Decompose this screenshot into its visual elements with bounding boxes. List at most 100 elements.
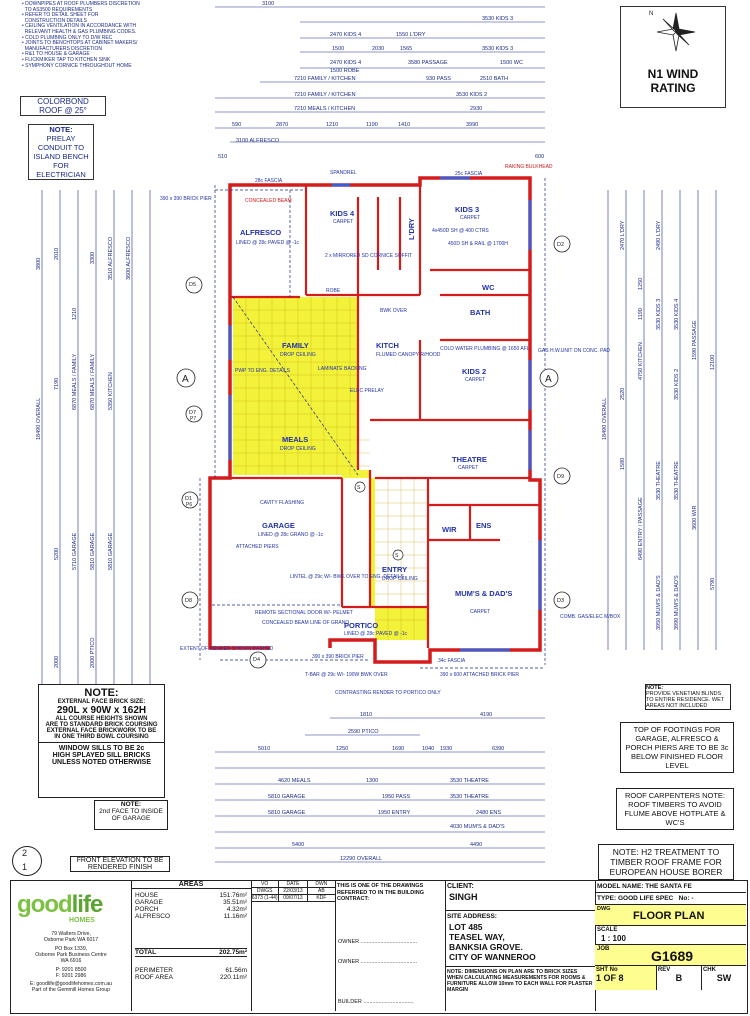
note-line: MANUFACTURERS DISCRETION — [24, 45, 103, 52]
elevation-marker: 2 1 — [12, 846, 42, 876]
dim-label: 5400 — [292, 842, 304, 848]
model-value: THE SANTA FE — [645, 883, 692, 890]
dim-label: 3530 THEATRE — [450, 778, 489, 784]
roof-area-value: 220.11m² — [220, 974, 247, 981]
annotation: ELEC PRELAY — [350, 388, 384, 394]
dim-label: 4190 — [480, 712, 492, 718]
dim-label: 3300 — [90, 252, 96, 264]
site-label: SITE ADDRESS: — [445, 910, 595, 922]
annotation: 28c FASCIA — [255, 178, 283, 184]
dim-label: 2010 — [54, 248, 60, 260]
compass-icon — [656, 12, 696, 52]
section-markers: A A D5 D7 P7 D1 P6 D8 D4 D2 D9 D3 S S — [176, 235, 571, 669]
logo-good: good — [17, 891, 73, 918]
annotation: ROBE — [326, 288, 341, 294]
email-link[interactable]: E: goodlife@goodlifehomes.com.au — [30, 981, 112, 987]
dim-label: 3600 ALFRESCO — [126, 236, 132, 280]
dim-label: 1590 PASSAGE — [692, 320, 698, 360]
note-line: • CEILING VENTILATION IN ACCORDANCE WITH — [22, 23, 137, 30]
face-note-title: NOTE: — [120, 801, 142, 808]
marker-d2: D2 — [557, 242, 564, 248]
room-kids2-sub: CARPET — [465, 377, 485, 383]
type-value: GOOD LIFE SPEC — [617, 895, 674, 902]
area-value: 4.32m² — [226, 906, 247, 913]
marker-d3: D3 — [557, 598, 564, 604]
elevation-marker-top: 2 — [22, 848, 28, 858]
marker-s2: S — [395, 553, 399, 559]
dashed-lines — [199, 178, 546, 669]
model-row: MODEL NAME: THE SANTA FE — [595, 881, 746, 893]
room-meals-sub: DROP CEILING — [280, 446, 316, 452]
dim-label: 1500 WC — [500, 60, 523, 66]
room-kids3-sub: CARPET — [460, 215, 480, 221]
note-line: TO AS3500 REQUIREMENTS — [24, 6, 93, 13]
model-label: MODEL NAME: — [597, 883, 644, 890]
dim-label: 5810 GARAGE — [108, 532, 114, 570]
drawing-info-panel: MODEL NAME: THE SANTA FE TYPE: GOOD LIFE… — [595, 881, 746, 1011]
area-total-value: 202.75m² — [219, 949, 247, 956]
compass-north-label: N — [649, 11, 654, 17]
dim-label: 3600 WIR — [692, 506, 698, 530]
revision-row: 6373 (1-44) 09/07/13 KDF — [251, 895, 335, 902]
elevation-note: FRONT ELEVATION TO BE RENDERED FINISH — [70, 856, 170, 872]
type-no-value: - — [691, 895, 694, 902]
rev-cell: 6373 (1-44) — [251, 895, 280, 901]
type-no-label: No: — [678, 895, 690, 902]
dim-label: 1950 PASS — [382, 794, 410, 800]
dim-label: 3530 KIDS 2 — [456, 92, 487, 98]
room-theatre: THEATRE — [452, 455, 487, 464]
annotation: SPANDREL — [330, 170, 357, 176]
title-block: goodlife HOMES 79 Walters Drive, Osborne… — [10, 880, 748, 1014]
fax: F: 9201 2986 — [55, 973, 87, 979]
room-theatre-sub: CARPET — [458, 465, 478, 471]
annotation: CAVITY FLASHING — [260, 500, 304, 506]
room-mums: MUM'S & DAD'S — [455, 589, 512, 598]
dim-label: 2470 L'DRY — [620, 220, 626, 250]
brick-note-line: 290L x 90W x 162H — [56, 705, 147, 716]
general-notes: • DOWNPIPES AT ROOF PLUMBERS DISCRETION … — [22, 1, 202, 69]
top-dimension-text: 3100 3530 KIDS 3 2470 KIDS 4 1550 L'DRY … — [218, 1, 544, 160]
job-value: G1689 — [651, 948, 694, 964]
plan-annotations: 28c FASCIA SPANDREL 25c FASCIA RAKING BU… — [160, 164, 621, 696]
dim-label: 2000 PTICO — [90, 637, 96, 668]
dim-label: 5710 GARAGE — [72, 532, 78, 570]
windows — [228, 176, 542, 652]
carpenter-note: ROOF CARPENTERS NOTE: ROOF TIMBERS TO AV… — [616, 788, 734, 830]
internal-walls — [230, 185, 540, 648]
dim-label: 600 — [535, 154, 544, 160]
face-note: NOTE: 2nd FACE TO INSIDE OF GARAGE — [94, 800, 168, 830]
dim-label: 3510 ALFRESCO — [108, 236, 114, 280]
room-kids4-sub: CARPET — [333, 219, 353, 225]
brick-note-line: IN ONE THIRD BOWL COURSING — [39, 734, 164, 743]
company-address: 79 Walters Drive, Osborne Park WA 6017 P… — [19, 931, 123, 993]
dim-label: 1250 — [336, 746, 348, 752]
venetian-note-text: PROVIDE VENETIAN BLINDS TO ENTIRE RESIDE… — [646, 691, 725, 709]
dim-label: 1810 — [360, 712, 372, 718]
revision-table: VO DATE DWN DWGS 22/03/13 AB 6373 (1-44)… — [251, 881, 336, 1011]
tile-grid — [233, 297, 428, 640]
dim-label: 18490 OVERALL — [36, 398, 42, 440]
dim-label: 1500 ROBE — [330, 68, 360, 74]
site-line: CITY OF WANNEROO — [449, 952, 536, 962]
dim-label: 2470 KIDS 4 — [330, 32, 361, 38]
right-dimension-text: 2470 L'DRY 2490 L'DRY 1250 1190 3530 KID… — [602, 220, 716, 630]
annotation: 390 x 390 BRICK PIER — [312, 654, 364, 660]
annotation: CONCEALED BEAM LINE OF GRANO — [262, 620, 349, 626]
brick-note: NOTE: EXTERNAL FACE BRICK SIZE: 290L x 9… — [38, 684, 165, 798]
company-panel: goodlife HOMES 79 Walters Drive, Osborne… — [11, 881, 132, 1011]
annotation: PWP TO ENG. DETAILS — [235, 368, 291, 374]
marker-d5: D5 — [189, 282, 196, 288]
annotation: LINTEL @ 29c W/- BWK OVER TO ENG. DETAIL… — [290, 574, 404, 580]
brick-note-line: UNLESS NOTED OTHERWISE — [51, 759, 152, 766]
brick-note-line: HIGH SPLAYED SILL BRICKS — [52, 752, 151, 759]
job-label: JOB — [597, 946, 610, 952]
marker-s: S — [357, 485, 361, 491]
dim-label: 4030 MUM'S & DAD'S — [450, 824, 505, 830]
dim-label: 3990 MUM'S & DAD'S — [674, 575, 680, 630]
dim-label: 6870 MEALS / FAMILY — [90, 354, 96, 410]
dim-label: 5350 KITCHEN — [108, 372, 114, 410]
scale-label: SCALE — [597, 927, 618, 933]
annotation: GAS H.W.UNIT ON CONC. PAD — [538, 348, 610, 354]
